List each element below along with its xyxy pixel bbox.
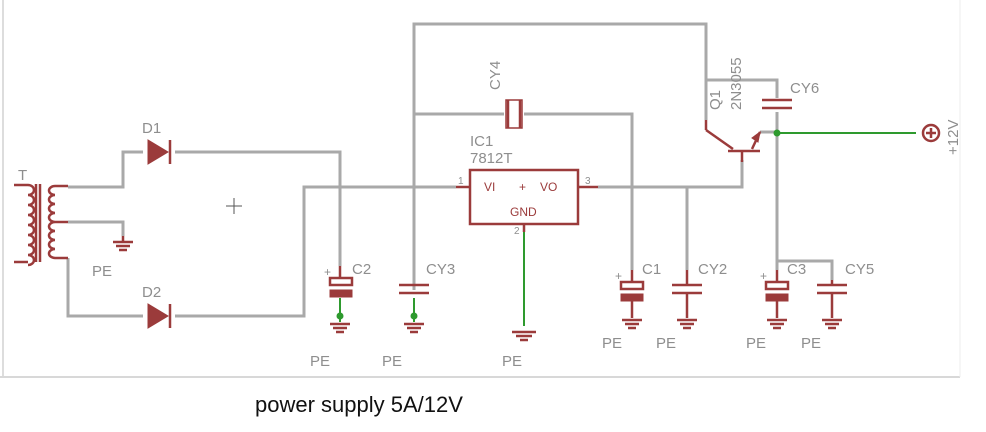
wire-d2-to-bus: [175, 185, 456, 318]
ic1-part-label: 7812T: [470, 150, 513, 167]
c2-plate-bottom: [329, 289, 353, 298]
ground-label-pe6: PE: [656, 335, 676, 352]
d1-label: D1: [142, 120, 161, 137]
d2-anode-triangle: [147, 303, 169, 329]
ground-label-pe8: PE: [801, 335, 821, 352]
ic1-label: IC1: [470, 133, 493, 150]
ic1-pin1-number: 1: [458, 176, 464, 187]
transformer-primary-coil: [27, 183, 36, 267]
ground-label-pe5: PE: [602, 335, 622, 352]
wire-cy4-right: [524, 112, 634, 270]
cy2-label: CY2: [698, 261, 727, 278]
diode-d1: D1: [142, 120, 172, 165]
output-label: +12V: [945, 120, 962, 155]
wire-collector-cy6: [706, 78, 779, 98]
diagram-caption: power supply 5A/12V: [255, 392, 463, 417]
capacitor-cy3: CY3 PE: [382, 261, 455, 370]
wire-t-to-d2: [66, 258, 143, 318]
c1-plate-bottom: [620, 293, 644, 302]
wire-t-to-d1: [68, 150, 143, 189]
capacitor-cy2: CY2 PE: [656, 261, 727, 352]
c2-plate-top: [328, 276, 354, 287]
wire-node-to-cy5: [777, 259, 834, 280]
ground-net: [336, 129, 916, 326]
ground-symbol-pe1: PE: [92, 236, 133, 280]
q1-label: Q1: [707, 90, 724, 110]
d1-anode-triangle: [147, 139, 169, 165]
d2-label: D2: [142, 284, 161, 301]
ground-label-pe4: PE: [502, 353, 522, 370]
c1-plate-top: [619, 280, 645, 291]
svg-text:+: +: [324, 265, 331, 279]
junction-c2: [336, 312, 344, 320]
ground-label-pe2: PE: [310, 353, 330, 370]
c2-label: C2: [352, 261, 371, 278]
output-terminal: +12V: [921, 120, 962, 155]
junction-output-node: [773, 129, 781, 137]
cy5-label: CY5: [845, 261, 874, 278]
wire-top-rail: [412, 22, 708, 290]
capacitor-cy4: CY4: [487, 61, 523, 129]
ic1-pin-gnd: GND: [510, 205, 537, 219]
capacitor-c1: + C1 PE: [602, 261, 661, 352]
ic1-plus: +: [519, 180, 526, 194]
wire-center-tap: [68, 220, 125, 236]
diode-d2: D2: [142, 284, 172, 329]
ground-label-pe7: PE: [746, 335, 766, 352]
ic1-pin-vo: VO: [540, 180, 557, 194]
regulator-ic1: VI + VO GND 1 3 2 IC1 7812T PE: [456, 133, 598, 370]
ic1-pin3-number: 3: [585, 176, 591, 187]
c3-label: C3: [787, 261, 806, 278]
capacitor-cy5: CY5 PE: [801, 261, 874, 352]
transistor-q1: Q1 2N3055: [704, 57, 762, 162]
transformer-t: T: [14, 167, 68, 267]
c3-plate-bottom: [765, 293, 789, 302]
ground-label-pe1: PE: [92, 263, 112, 280]
output-terminal-circle: [921, 123, 941, 143]
ic1-pin-vi: VI: [484, 180, 495, 194]
q1-part-label: 2N3055: [728, 57, 745, 110]
capacitor-cy6: CY6: [762, 80, 819, 110]
junction-cy3: [410, 312, 418, 320]
wire-d1-to-c2: [175, 150, 342, 266]
cy4-label: CY4: [487, 61, 504, 90]
c1-label: C1: [642, 261, 661, 278]
wire-vo-to-base: [598, 160, 744, 189]
capacitor-c3: + C3 PE: [746, 261, 806, 352]
transformer-label: T: [18, 167, 27, 184]
transformer-secondary-coil: [47, 184, 56, 260]
c3-plate-top: [764, 280, 790, 291]
ground-label-pe3: PE: [382, 353, 402, 370]
cy3-label: CY3: [426, 261, 455, 278]
q1-emitter-arrow: [751, 130, 761, 143]
svg-text:+: +: [615, 269, 622, 283]
wires: [66, 22, 834, 318]
capacitor-c2: + C2 PE: [310, 261, 371, 370]
svg-text:+: +: [760, 269, 767, 283]
cy6-label: CY6: [790, 80, 819, 97]
cursor-crosshair-icon: [226, 198, 242, 214]
q1-collector: [705, 128, 734, 151]
ic1-pin2-number: 2: [514, 226, 520, 237]
